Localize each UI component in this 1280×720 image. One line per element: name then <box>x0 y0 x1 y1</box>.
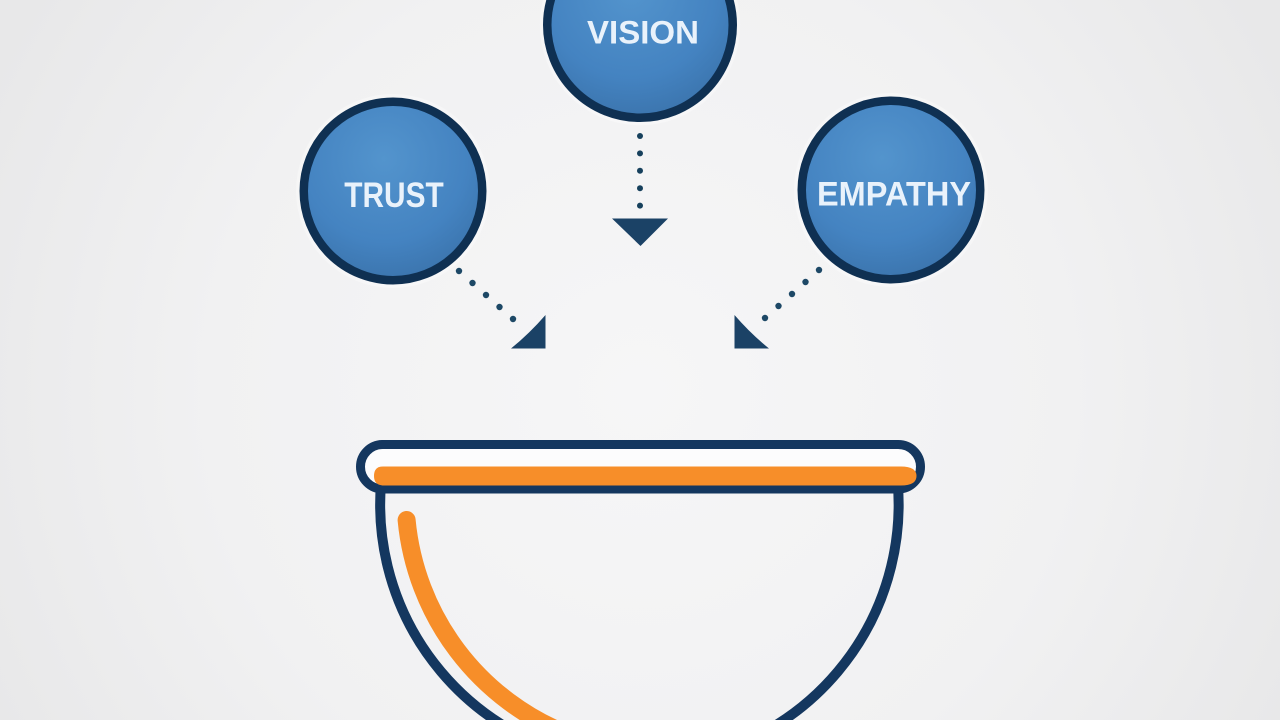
svg-text:EMPATHY: EMPATHY <box>817 176 971 214</box>
svg-text:TRUST: TRUST <box>344 175 444 215</box>
svg-text:VISION: VISION <box>587 15 699 51</box>
